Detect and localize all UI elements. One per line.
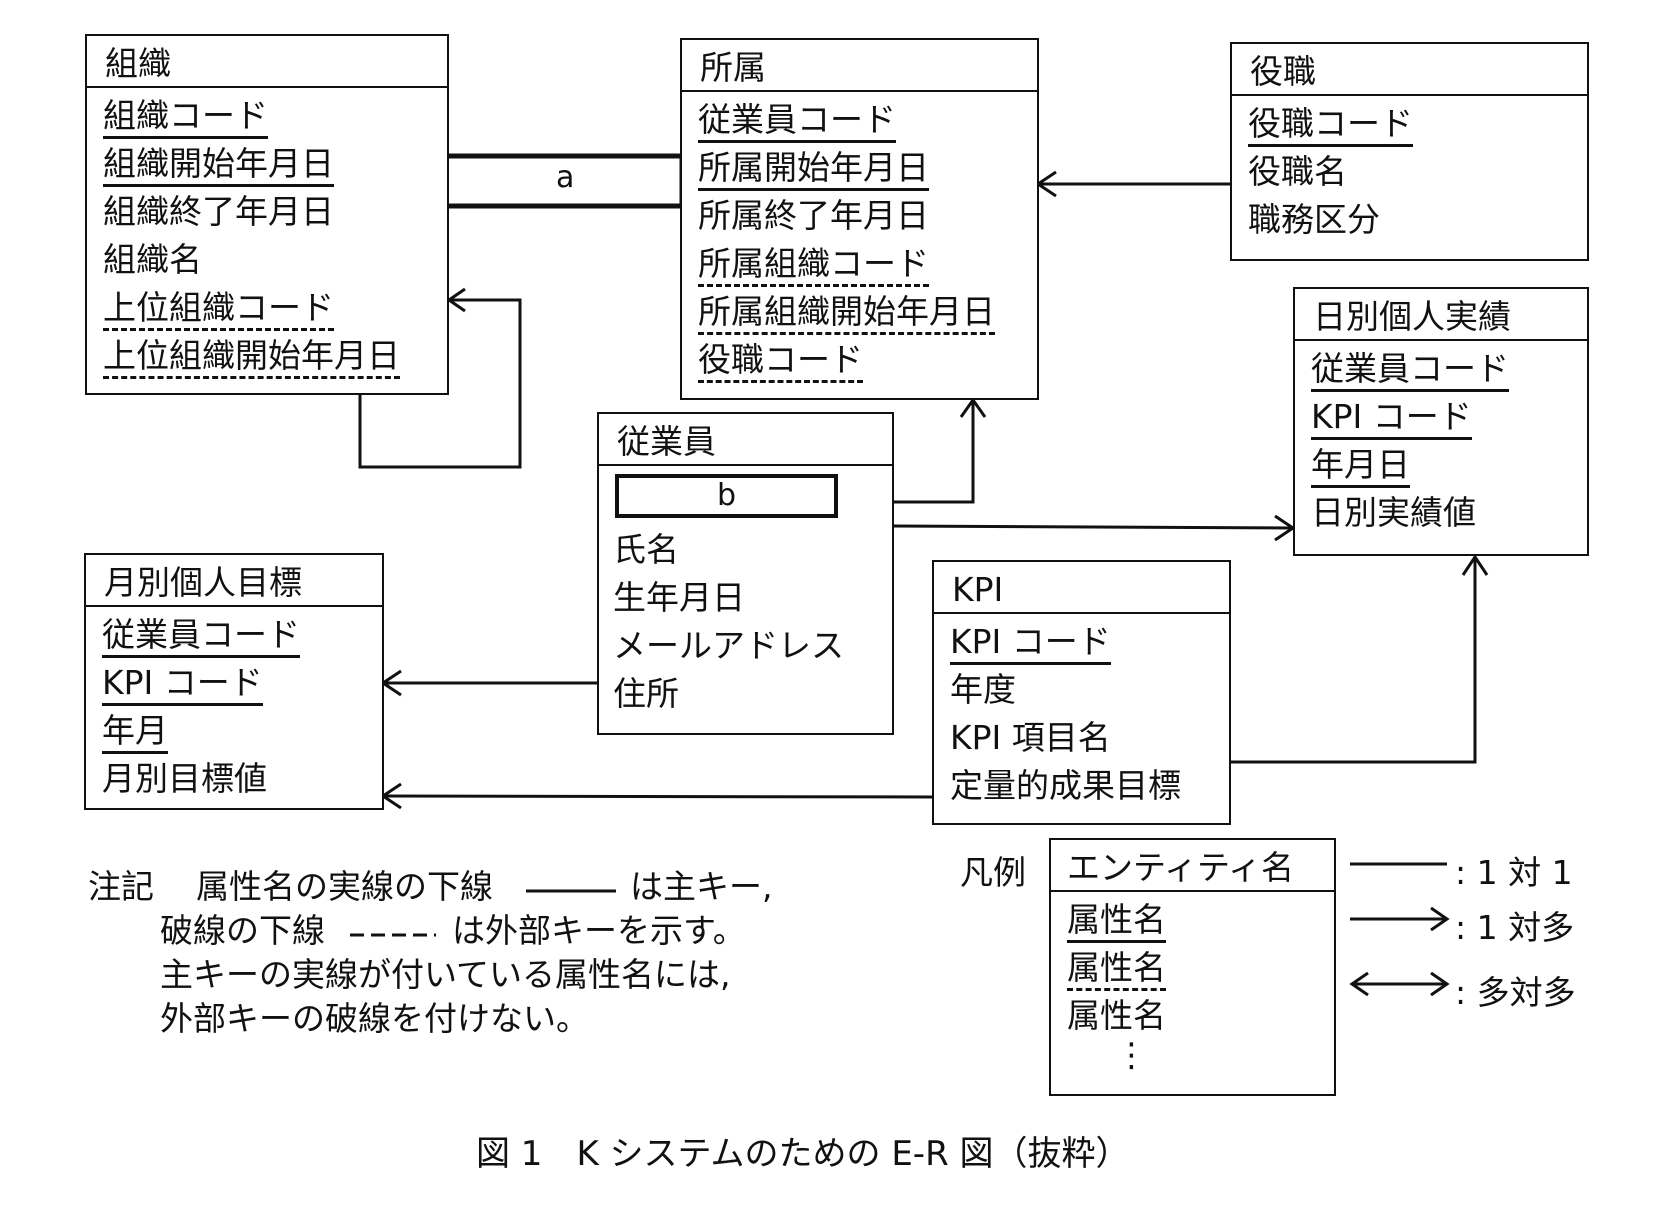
note-line2a: 破線の下線 — [160, 911, 325, 950]
legend-one-to-many-label: : 1 対多 — [1455, 908, 1575, 947]
note-line2b: は外部キーを示す。 — [452, 911, 746, 950]
attribute: 氏名 — [613, 530, 679, 569]
legend-attribute: 属性名 — [1067, 996, 1166, 1035]
attribute: 組織名 — [103, 240, 202, 279]
legend-one-to-many-arrow — [1350, 906, 1450, 932]
relationship-yakushoku-shozoku — [1035, 170, 1230, 198]
relationship-jugyoin-nichibetsu — [892, 514, 1296, 542]
entity-jugyoin: 従業員 b 氏名 生年月日 メールアドレス 住所 — [597, 412, 894, 735]
entity-title: 従業員 — [599, 414, 892, 466]
relationship-jugyoin-tsukibetsu — [380, 669, 597, 697]
entity-title: KPI — [934, 562, 1229, 614]
entity-nichibetsu-kojin-jisseki: 日別個人実績 従業員コード KPI コード 年月日 日別実績値 — [1293, 287, 1589, 556]
attribute: 組織コード — [103, 92, 433, 140]
attribute: KPI コード — [950, 618, 1215, 666]
attribute: 役職名 — [1248, 152, 1347, 191]
attribute: 定量的成果目標 — [950, 766, 1181, 805]
relationship-a-label: a — [556, 160, 575, 195]
attribute: 月別目標値 — [102, 759, 267, 798]
attribute: KPI コード — [102, 659, 368, 707]
entity-tsukibetsu-kojin-mokuhyo: 月別個人目標 従業員コード KPI コード 年月 月別目標値 — [84, 553, 384, 810]
attribute: KPI 項目名 — [950, 718, 1111, 757]
entity-soshiki: 組織 組織コード 組織開始年月日 組織終了年月日 組織名 上位組織コード 上位組… — [85, 34, 449, 395]
entity-title: 日別個人実績 — [1295, 289, 1587, 341]
note-line1a: 属性名の実線の下線 — [196, 867, 493, 906]
attribute: 役職コード — [698, 336, 1023, 384]
legend-entity: エンティティ名 属性名 属性名 属性名 ⋮ — [1049, 838, 1336, 1096]
attribute: 所属終了年月日 — [698, 196, 929, 235]
note-line3: 主キーの実線が付いている属性名には, — [160, 955, 731, 994]
attribute: 生年月日 — [613, 578, 745, 617]
entity-yakushoku: 役職 役職コード 役職名 職務区分 — [1230, 42, 1589, 261]
entity-title: 所属 — [682, 40, 1037, 92]
attribute: 所属開始年月日 — [698, 144, 1023, 192]
attribute: 従業員コード — [698, 96, 1023, 144]
relationship-soshiki-self — [358, 287, 522, 469]
attribute: 従業員コード — [1311, 345, 1573, 393]
attribute: 上位組織開始年月日 — [103, 332, 433, 380]
attribute: 所属組織コード — [698, 240, 1023, 288]
attribute: 年月日 — [1311, 441, 1573, 489]
note-line4: 外部キーの破線を付けない。 — [160, 999, 589, 1038]
entity-title: 組織 — [87, 36, 447, 88]
entity-shozoku: 所属 従業員コード 所属開始年月日 所属終了年月日 所属組織コード 所属組織開始… — [680, 38, 1039, 400]
relationship-kpi-nichibetsu — [1230, 554, 1489, 764]
attribute: 組織終了年月日 — [103, 192, 334, 231]
legend-one-to-one-label: : 1 対 1 — [1455, 853, 1573, 892]
attribute: KPI コード — [1311, 393, 1573, 441]
attribute: 上位組織コード — [103, 284, 433, 332]
figure-caption: 図 1 K システムのための E-R 図（抜粋） — [476, 1134, 1130, 1174]
attribute: 従業員コード — [102, 611, 368, 659]
attribute: 日別実績値 — [1311, 493, 1476, 532]
attribute: 役職コード — [1248, 100, 1573, 148]
legend-title: 凡例 — [960, 853, 1026, 892]
legend-many-to-many-arrow — [1349, 971, 1450, 997]
attribute: 組織開始年月日 — [103, 140, 433, 188]
note-title: 注記 — [88, 867, 154, 906]
entity-title: 月別個人目標 — [86, 555, 382, 607]
attribute: 所属組織開始年月日 — [698, 288, 1023, 336]
legend-fk-attribute: 属性名 — [1067, 944, 1320, 992]
attribute: メールアドレス — [613, 626, 844, 665]
entity-title: 役職 — [1232, 44, 1587, 96]
note-line1b: は主キー, — [630, 867, 773, 906]
relationship-kpi-tsukibetsu — [380, 782, 933, 810]
attribute: 年月 — [102, 707, 368, 755]
legend-ellipsis: ⋮ — [1115, 1035, 1148, 1074]
legend-pk-attribute: 属性名 — [1067, 896, 1320, 944]
attribute: 職務区分 — [1248, 200, 1380, 239]
blank-attribute-b: b — [615, 474, 838, 518]
legend-entity-name: エンティティ名 — [1051, 840, 1334, 892]
entity-kpi: KPI KPI コード 年度 KPI 項目名 定量的成果目標 — [932, 560, 1231, 825]
attribute: 住所 — [613, 674, 679, 713]
legend-many-to-many-label: : 多対多 — [1455, 973, 1576, 1012]
relationship-jugyoin-shozoku — [893, 397, 987, 504]
attribute: 年度 — [950, 670, 1016, 709]
